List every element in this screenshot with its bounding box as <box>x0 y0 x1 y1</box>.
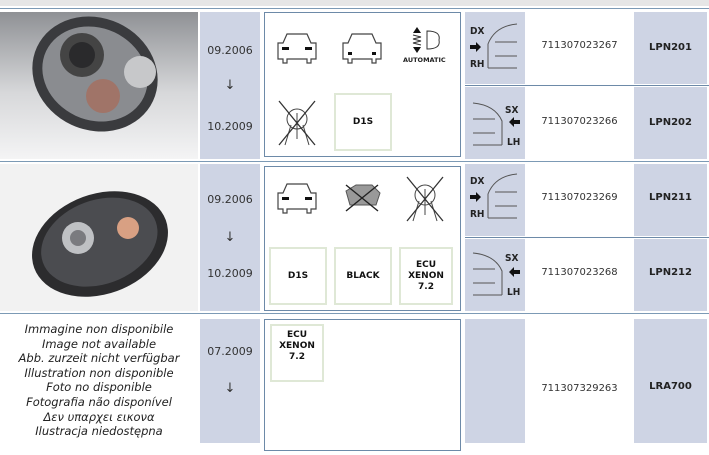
side-label-dx: DX <box>470 26 484 37</box>
date-to: 10.2009 <box>207 120 253 133</box>
row-divider <box>0 161 709 162</box>
headlight-photo[interactable] <box>0 12 198 159</box>
headlight-image <box>32 191 168 297</box>
notice-line: Foto no disponible <box>46 380 152 395</box>
side-label-sx: SX <box>505 105 518 116</box>
features-box: AUTOMATIC D1S <box>264 12 461 157</box>
side-right-icon: DX RH <box>465 12 525 84</box>
side-column-empty <box>465 319 525 443</box>
row-divider <box>0 8 709 9</box>
automatic-leveling-icon <box>412 27 440 53</box>
variant-divider <box>465 237 709 238</box>
headlight-photo[interactable] <box>0 164 198 311</box>
product-code[interactable]: LPN212 <box>634 239 707 311</box>
car-front-headlight-icon <box>277 183 317 214</box>
arrow-down-icon: ↓ <box>224 230 236 245</box>
part-number[interactable]: 711307023269 <box>541 192 618 203</box>
notice-line: Image not available <box>41 336 157 351</box>
notice-line: Abb. zurzeit nicht verfügbar <box>18 351 180 366</box>
car-front-fog-icon <box>342 33 382 64</box>
date-range: 07.2009 ↓ <box>200 319 260 443</box>
side-left-icon: SX LH <box>465 87 525 159</box>
product-code[interactable]: LPN201 <box>634 12 707 84</box>
notice-line: Δεν υπαρχει εικονα <box>43 409 155 424</box>
product-code[interactable]: LPN211 <box>634 164 707 236</box>
side-label-lh: LH <box>507 287 520 298</box>
tag-black: BLACK <box>334 247 392 305</box>
side-label-dx: DX <box>470 176 484 187</box>
side-label-lh: LH <box>507 137 520 148</box>
tag-d1s: D1S <box>334 93 392 151</box>
headlight-image <box>32 16 158 132</box>
part-number[interactable]: 711307329263 <box>541 383 618 394</box>
side-label-sx: SX <box>505 253 518 264</box>
arrow-down-icon: ↓ <box>224 78 236 93</box>
tag-d1s: D1S <box>269 247 327 305</box>
no-motor-crossed-icon <box>406 176 444 222</box>
no-motor-leveling-crossed-icon <box>345 184 381 212</box>
date-from: 07.2009 <box>207 345 253 358</box>
date-range: 09.2006 ↓ 10.2009 <box>200 12 260 159</box>
side-label-rh: RH <box>470 59 484 70</box>
part-number[interactable]: 711307023267 <box>541 40 618 51</box>
image-unavailable-notice: Immagine non disponibile Image not avail… <box>0 322 198 439</box>
part-number[interactable]: 711307023266 <box>541 116 618 127</box>
row-divider <box>0 313 709 314</box>
side-right-icon: DX RH <box>465 164 525 236</box>
variant-divider <box>465 85 709 86</box>
no-motor-crossed-icon <box>278 100 316 146</box>
date-to: 10.2009 <box>207 267 253 280</box>
date-from: 09.2006 <box>207 193 253 206</box>
car-front-headlight-icon <box>277 33 317 64</box>
part-number[interactable]: 711307023268 <box>541 267 618 278</box>
notice-line: Immagine non disponibile <box>24 322 174 336</box>
top-strip <box>0 0 709 6</box>
date-range: 09.2006 ↓ 10.2009 <box>200 164 260 311</box>
automatic-label: AUTOMATIC <box>403 56 446 64</box>
side-label-rh: RH <box>470 209 484 220</box>
side-left-icon: SX LH <box>465 239 525 311</box>
product-code[interactable]: LRA700 <box>634 319 707 443</box>
notice-line: Fotografia não disponível <box>26 394 172 409</box>
notice-line: Illustration non disponible <box>24 365 174 380</box>
arrow-down-icon: ↓ <box>224 381 236 396</box>
product-code[interactable]: LPN202 <box>634 87 707 159</box>
notice-line: Ilustracja niedostępna <box>35 424 163 439</box>
date-from: 09.2006 <box>207 44 253 57</box>
